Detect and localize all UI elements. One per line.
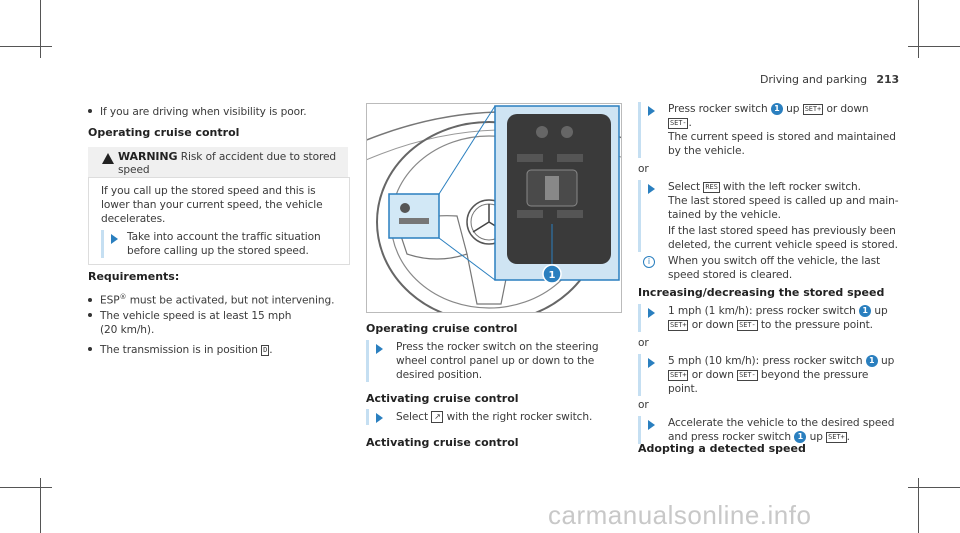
step-arrow-icon (376, 413, 383, 423)
step-bar (638, 180, 641, 252)
set-plus-key-icon: SET+ (826, 431, 847, 443)
set-minus-key-icon: SET- (737, 369, 758, 381)
crop-mark (0, 487, 52, 488)
section-heading: Activating cruise control (366, 436, 519, 449)
page-number: 213 (876, 73, 900, 86)
step-arrow-icon (376, 344, 383, 354)
step-arrow-icon (648, 358, 655, 368)
section-heading: Activating cruise control (366, 392, 519, 405)
or-label: or (638, 163, 649, 175)
callout-number-icon: 1 (770, 103, 783, 115)
crop-mark (40, 0, 41, 58)
step-arrow-icon (648, 420, 655, 430)
warning-text-line2: speed (118, 164, 150, 176)
crop-mark (908, 46, 960, 47)
section-heading: Operating cruise control (88, 126, 240, 139)
bullet-icon (88, 109, 92, 113)
requirement-item: ESP® must be activated, but not interven… (88, 290, 334, 308)
step-bar (366, 340, 369, 382)
warning-info-box: If you call up the stored speed and this… (88, 177, 350, 265)
info-icon: i (643, 256, 655, 268)
warning-box: WARNING Risk of accident due to stored s… (88, 147, 348, 177)
callout-number: 1 (549, 270, 556, 281)
section-heading: Adopting a detected speed (638, 442, 806, 455)
step-arrow-icon (111, 234, 118, 244)
step-bar (366, 409, 369, 425)
callout-number-icon: 1 (859, 305, 872, 317)
crop-mark (918, 0, 919, 58)
step-bar (638, 304, 641, 332)
bullet-item: If you are driving when visibility is po… (88, 105, 307, 119)
step-bar (638, 416, 641, 444)
steering-wheel-illustration: 1 (366, 103, 622, 313)
crop-mark (908, 487, 960, 488)
or-label: or (638, 337, 649, 349)
set-minus-key-icon: SET- (737, 319, 758, 331)
step-arrow-icon (648, 308, 655, 318)
steering-wheel-drawing: 1 (367, 105, 621, 312)
section-title: Driving and parking (760, 73, 867, 86)
warning-label: WARNING (118, 150, 178, 163)
cruise-control-icon: ↗ (431, 411, 444, 423)
step-arrow-icon (648, 184, 655, 194)
section-heading: Increasing/decreasing the stored speed (638, 286, 885, 299)
or-label: or (638, 399, 649, 411)
requirement-item: The transmission is in position D. (88, 343, 273, 357)
requirements-heading: Requirements: (88, 270, 180, 283)
warning-triangle-icon (102, 153, 114, 164)
set-plus-key-icon: SET+ (668, 319, 689, 331)
res-key-icon: RES (703, 181, 720, 193)
crop-mark (918, 478, 919, 533)
set-plus-key-icon: SET+ (802, 103, 824, 115)
warning-text: Risk of accident due to stored (180, 151, 337, 163)
step-bar (101, 230, 104, 258)
watermark: carmanualsonline.info (548, 500, 812, 530)
crop-mark (40, 478, 41, 533)
gear-d-key: D (261, 344, 270, 356)
section-heading: Operating cruise control (366, 322, 518, 335)
set-minus-key-icon: SET- (668, 117, 689, 129)
step-bar (638, 354, 641, 396)
set-plus-key-icon: SET+ (668, 369, 689, 381)
step-arrow-icon (648, 106, 655, 116)
callout-number-icon: 1 (794, 431, 807, 443)
step-bar (638, 102, 641, 158)
callout-number-icon: 1 (865, 355, 878, 367)
requirement-item: The vehicle speed is at least 15 mph (88, 309, 291, 323)
crop-mark (0, 46, 52, 47)
page-header: Driving and parking 213 (760, 73, 899, 87)
